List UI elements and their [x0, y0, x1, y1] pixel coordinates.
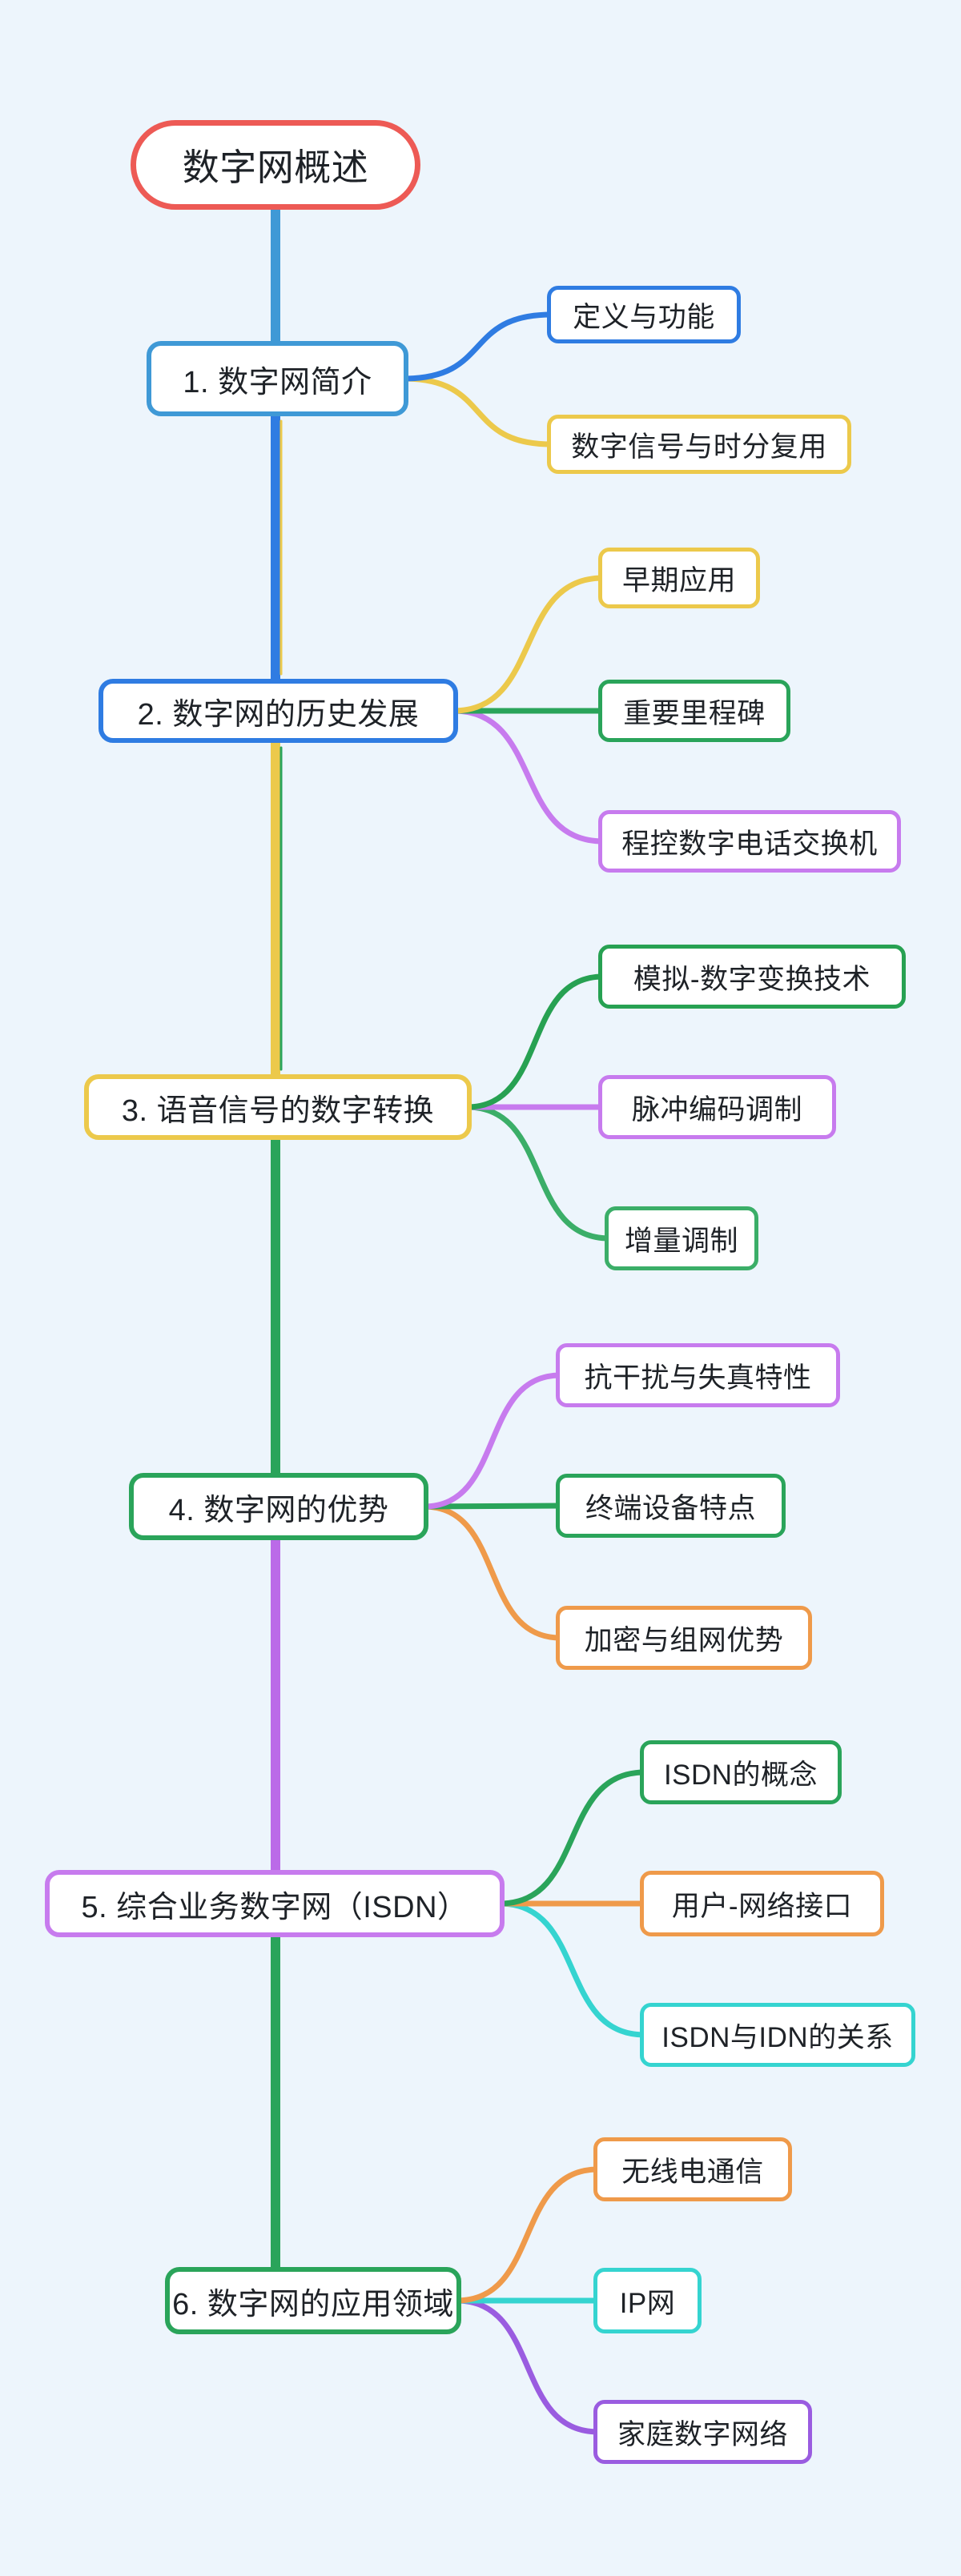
child-node-3-1[interactable]: 模拟-数字变换技术 — [598, 945, 906, 1009]
section-node-6[interactable]: 6. 数字网的应用领域 — [165, 2267, 461, 2334]
edge-2-3 — [450, 708, 606, 845]
section-node-4[interactable]: 4. 数字网的优势 — [129, 1473, 428, 1540]
edge-5-1 — [497, 1769, 648, 1907]
child-node-1-2[interactable]: 数字信号与时分复用 — [547, 415, 851, 474]
section-node-3[interactable]: 3. 语音信号的数字转换 — [84, 1074, 472, 1140]
child-node-1-1[interactable]: 定义与功能 — [547, 286, 741, 343]
child-node-5-3[interactable]: ISDN与IDN的关系 — [640, 2003, 915, 2067]
child-node-2-1[interactable]: 早期应用 — [598, 548, 760, 608]
child-node-5-1[interactable]: ISDN的概念 — [640, 1740, 842, 1804]
child-node-6-3[interactable]: 家庭数字网络 — [593, 2400, 812, 2464]
edge-6-3 — [453, 2297, 601, 2435]
edge-4-1 — [420, 1372, 564, 1510]
child-node-4-1[interactable]: 抗干扰与失真特性 — [556, 1343, 840, 1407]
child-node-3-3[interactable]: 增量调制 — [605, 1206, 758, 1270]
edge-3-1 — [464, 973, 606, 1110]
section-node-2[interactable]: 2. 数字网的历史发展 — [99, 679, 458, 743]
edge-6-1 — [453, 2166, 601, 2304]
edge-2-1 — [450, 575, 606, 714]
child-node-2-2[interactable]: 重要里程碑 — [598, 680, 790, 742]
edge-4-2 — [420, 1503, 564, 1510]
child-node-6-1[interactable]: 无线电通信 — [593, 2137, 792, 2201]
edge-5-3 — [497, 1900, 648, 2038]
child-node-5-2[interactable]: 用户-网络接口 — [640, 1871, 884, 1936]
child-node-2-3[interactable]: 程控数字电话交换机 — [598, 810, 901, 873]
child-node-6-2[interactable]: IP网 — [593, 2268, 702, 2333]
edge-4-3 — [420, 1503, 564, 1641]
edge-1-2 — [400, 375, 555, 447]
section-node-5[interactable]: 5. 综合业务数字网（ISDN） — [45, 1870, 505, 1937]
child-node-4-2[interactable]: 终端设备特点 — [556, 1474, 786, 1538]
child-node-4-3[interactable]: 加密与组网优势 — [556, 1606, 812, 1670]
edge-1-1 — [400, 311, 555, 382]
section-node-1[interactable]: 1. 数字网简介 — [147, 341, 408, 416]
edge-3-3 — [464, 1104, 613, 1242]
child-node-3-2[interactable]: 脉冲编码调制 — [598, 1075, 836, 1139]
root-node[interactable]: 数字网概述 — [131, 120, 420, 210]
